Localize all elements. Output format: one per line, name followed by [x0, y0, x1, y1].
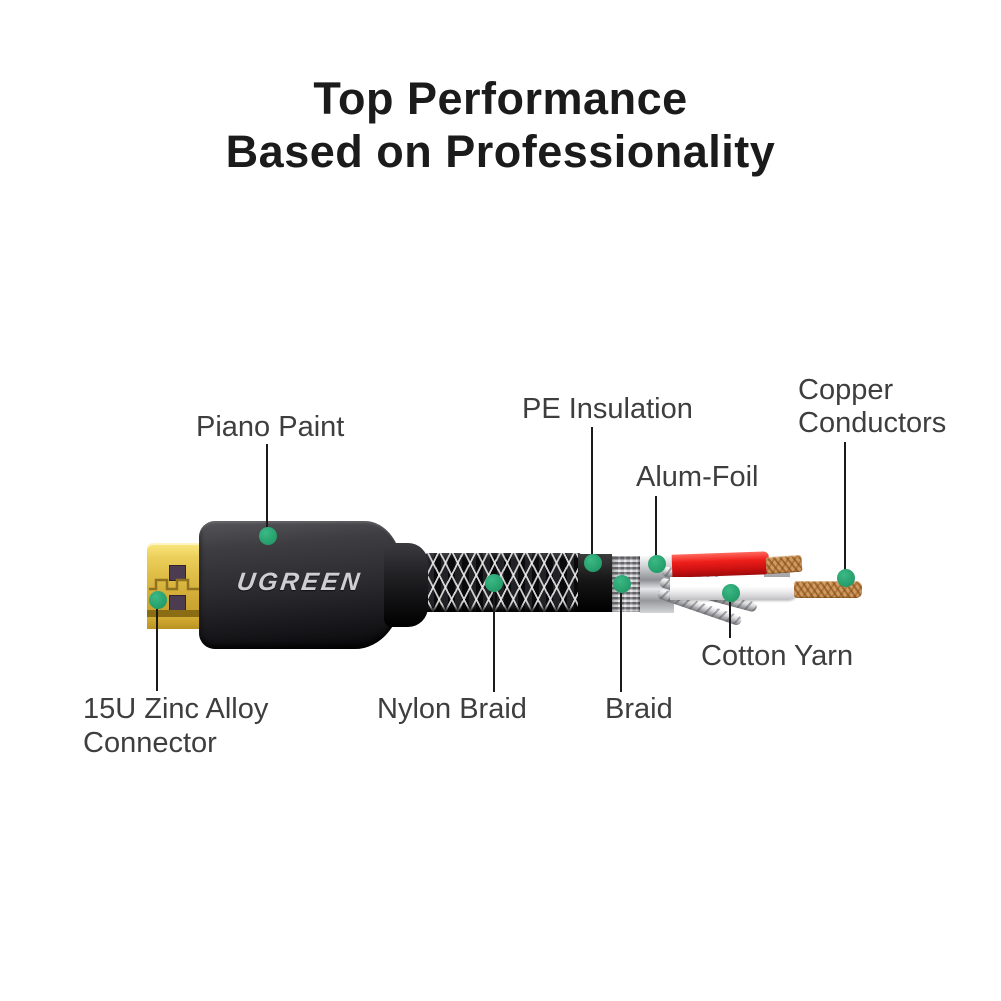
- connector-housing: [199, 521, 403, 649]
- strain-relief-boot: [384, 543, 428, 627]
- ugreen-logo: UGREEN: [235, 568, 365, 596]
- label-braid: Braid: [605, 693, 673, 725]
- label-pe-insulation: PE Insulation: [522, 393, 693, 425]
- leader-line-piano-paint: [266, 444, 268, 537]
- label-piano-paint: Piano Paint: [196, 411, 345, 443]
- marker-connector: [149, 591, 167, 609]
- leader-line-pe-insulation: [591, 427, 593, 563]
- marker-pe-insulation: [584, 554, 602, 572]
- plug-bottom-edge: [147, 617, 207, 629]
- leader-line-connector: [156, 600, 158, 691]
- marker-braid: [613, 575, 631, 593]
- title-line-1: Top Performance: [313, 73, 688, 124]
- label-connector: 15U Zinc Alloy Connector: [83, 693, 269, 759]
- plug-key-notch: [149, 578, 205, 591]
- leader-line-nylon-braid: [493, 583, 495, 692]
- plug-dark-stripe: [147, 610, 207, 617]
- label-nylon-braid: Nylon Braid: [377, 693, 527, 725]
- leader-line-braid: [620, 584, 622, 692]
- label-copper-conductors: Copper Conductors: [798, 374, 947, 439]
- marker-alum-foil: [648, 555, 666, 573]
- plug-contact-hole: [169, 595, 186, 611]
- marker-copper-conductors: [837, 569, 855, 587]
- leader-line-cotton-yarn: [729, 593, 731, 638]
- red-wire: [671, 551, 770, 578]
- marker-nylon-braid: [485, 574, 503, 592]
- leader-line-copper-conductors: [844, 442, 846, 578]
- label-cotton-yarn: Cotton Yarn: [701, 640, 854, 672]
- marker-cotton-yarn: [722, 584, 740, 602]
- copper-conductor-red: [765, 554, 803, 575]
- marker-piano-paint: [259, 527, 277, 545]
- page-title: Top Performance Based on Professionality: [0, 72, 1001, 178]
- title-line-2: Based on Professionality: [225, 126, 776, 177]
- label-alum-foil: Alum-Foil: [636, 461, 759, 493]
- leader-line-alum-foil: [655, 496, 657, 564]
